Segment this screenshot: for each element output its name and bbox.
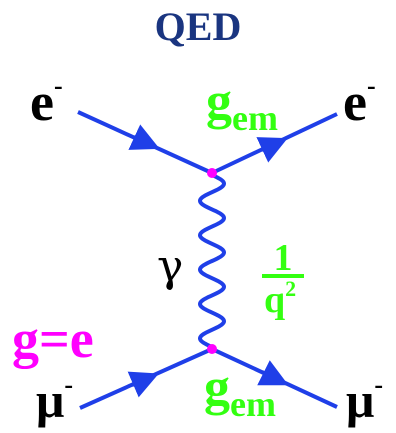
electron-incoming-arrow [128,124,160,150]
muon-incoming-arrow [127,371,159,398]
bottom-coupling-label: gem [204,359,276,424]
top-coupling-label: gem [206,73,278,138]
electron-out-label: e- [343,71,376,132]
bottom-vertex [207,344,217,354]
muon-outgoing-arrow [257,360,289,386]
muon-out-label: μ- [346,370,383,428]
top-vertex [207,168,217,178]
propagator-numerator: 1 [274,237,293,279]
propagator-denominator: q2 [264,276,296,321]
electron-in-label: e- [30,71,63,132]
muon-incoming-line [79,347,213,410]
muon-in-label: μ- [36,370,73,428]
photon-label: γ [157,241,183,292]
photon-propagator [197,173,227,349]
coupling-identity-label: g=e [12,309,94,369]
electron-outgoing-arrow [256,137,288,163]
diagram-title: QED [155,4,242,49]
